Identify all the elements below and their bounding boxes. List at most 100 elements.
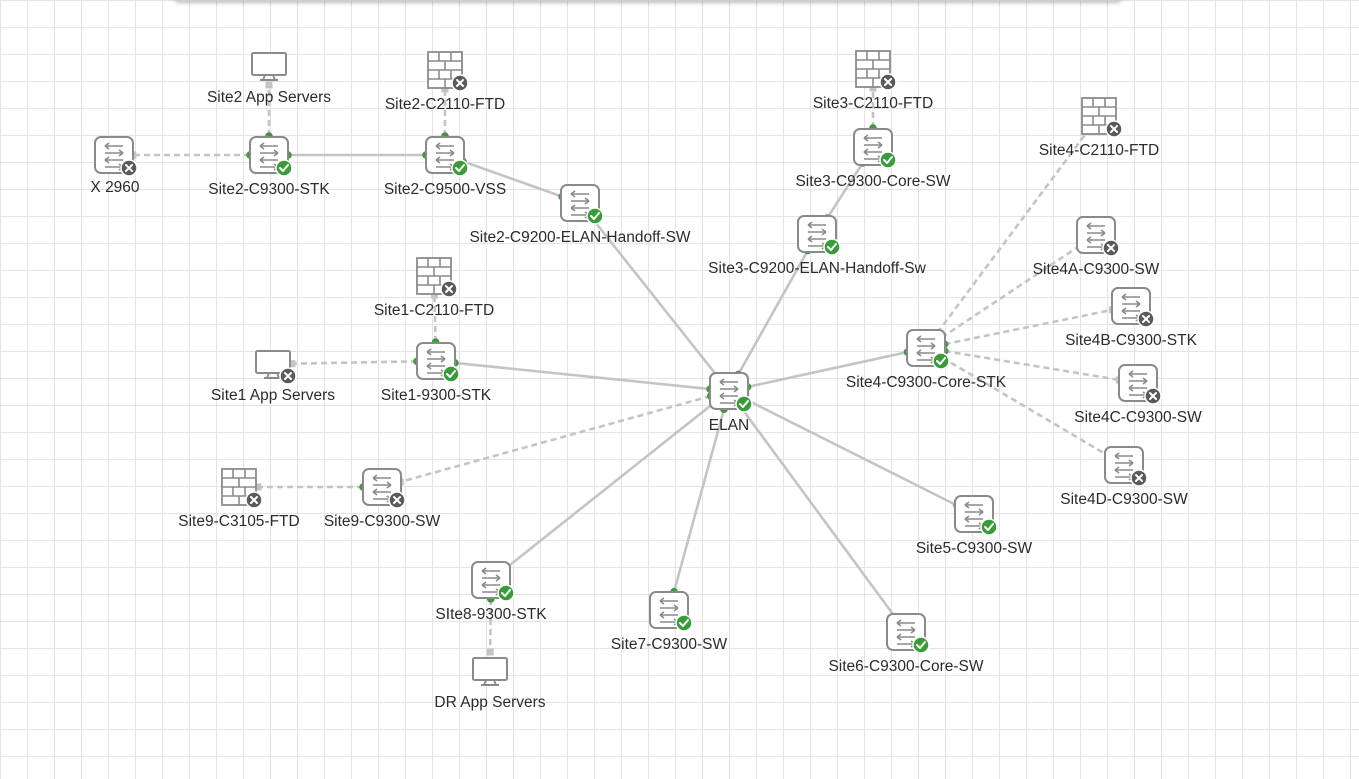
link-elan-s4core[interactable] xyxy=(747,350,908,389)
server-icon xyxy=(251,52,287,81)
node-s4c[interactable] xyxy=(1118,364,1162,405)
status-down-icon xyxy=(120,159,138,177)
node-s7[interactable] xyxy=(649,591,693,632)
node-s3ftd[interactable] xyxy=(855,50,897,91)
node-s4b[interactable] xyxy=(1111,287,1155,328)
link-s4core-s4ftd[interactable] xyxy=(936,130,1089,334)
status-ok-icon xyxy=(735,395,753,413)
status-ok-icon xyxy=(451,159,469,177)
node-s9ftd[interactable] xyxy=(221,468,263,509)
status-down-icon xyxy=(451,74,469,92)
node-label: ELAN xyxy=(709,417,750,434)
node-label: Site3-C9200-ELAN-Handoff-Sw xyxy=(708,260,926,277)
link-s3core-s3elan[interactable] xyxy=(826,162,864,219)
status-down-icon xyxy=(245,491,263,509)
status-ok-icon xyxy=(912,636,930,654)
node-s9sw[interactable] xyxy=(362,468,406,509)
node-s2ftd[interactable] xyxy=(427,51,469,92)
node-s4core[interactable] xyxy=(906,329,950,370)
node-label: Site5-C9300-SW xyxy=(916,540,1033,557)
toolbar-panel xyxy=(176,0,1120,1)
node-label: Site9-C9300-SW xyxy=(324,513,441,530)
node-s4d[interactable] xyxy=(1104,446,1148,487)
node-label: Site9-C3105-FTD xyxy=(178,513,299,530)
node-label: Site4B-C9300-STK xyxy=(1065,332,1197,349)
link-s1stk-elan[interactable] xyxy=(454,361,711,391)
status-ok-icon xyxy=(275,159,293,177)
firewall-icon xyxy=(427,51,463,89)
status-down-icon xyxy=(1137,310,1155,328)
status-ok-icon xyxy=(980,518,998,536)
status-ok-icon xyxy=(442,365,460,383)
link-end-marker xyxy=(288,360,296,368)
node-label: Site4C-C9300-SW xyxy=(1074,409,1202,426)
node-label: Site3-C2110-FTD xyxy=(813,95,933,112)
node-label: Site4A-C9300-SW xyxy=(1033,261,1160,278)
node-s2stk[interactable] xyxy=(249,136,293,177)
status-down-icon xyxy=(1102,239,1120,257)
node-s4ftd[interactable] xyxy=(1081,97,1123,138)
node-s2elan[interactable] xyxy=(560,184,604,225)
node-label: Site2-C2110-FTD xyxy=(385,96,505,113)
node-label: Site2-C9200-ELAN-Handoff-SW xyxy=(469,229,690,246)
node-s6[interactable] xyxy=(886,613,930,654)
node-label: Site2-C9300-STK xyxy=(208,181,330,198)
link-s2vss-s2elan[interactable] xyxy=(462,160,563,198)
link-end-marker xyxy=(486,648,494,656)
link-s3elan-elan[interactable] xyxy=(737,249,809,376)
link-elan-s8stk[interactable] xyxy=(505,401,715,570)
link-s1stk-s1app[interactable] xyxy=(291,360,418,365)
status-down-icon xyxy=(1105,120,1123,138)
link-elan-s6[interactable] xyxy=(739,405,896,618)
node-s8stk[interactable] xyxy=(471,561,515,602)
link-elan-s7[interactable] xyxy=(672,408,726,593)
link-s2elan-elan[interactable] xyxy=(590,217,719,377)
node-s3core[interactable] xyxy=(853,128,897,169)
node-s1app[interactable] xyxy=(255,350,297,385)
node-drapp[interactable] xyxy=(472,657,508,686)
status-ok-icon xyxy=(675,614,693,632)
node-s4a[interactable] xyxy=(1076,216,1120,257)
status-down-icon xyxy=(440,280,458,298)
node-s2vss[interactable] xyxy=(425,136,469,177)
node-s3elan[interactable] xyxy=(797,215,841,256)
link-s8stk-drapp[interactable] xyxy=(488,598,493,653)
node-x2960[interactable] xyxy=(94,136,138,177)
node-label: Site1-9300-STK xyxy=(381,387,492,404)
node-s2app[interactable] xyxy=(251,52,287,81)
status-down-icon xyxy=(1144,387,1162,405)
node-s1stk[interactable] xyxy=(416,342,460,383)
link-elan-s9sw[interactable] xyxy=(399,394,712,484)
link-s4core-s4a[interactable] xyxy=(941,244,1081,339)
link-s4core-s4b[interactable] xyxy=(944,308,1113,346)
links-layer xyxy=(129,81,1123,656)
status-ok-icon xyxy=(586,207,604,225)
node-label: SIte8-9300-STK xyxy=(435,606,547,623)
link-end-marker xyxy=(869,84,877,92)
status-ok-icon xyxy=(879,151,897,169)
node-label: DR App Servers xyxy=(434,694,545,711)
ports-layer xyxy=(246,124,961,621)
node-elan[interactable] xyxy=(709,372,753,413)
server-icon xyxy=(472,657,508,686)
link-end-marker xyxy=(265,81,273,89)
status-ok-icon xyxy=(497,584,515,602)
link-s4core-s4d[interactable] xyxy=(941,356,1109,457)
node-s5[interactable] xyxy=(954,495,998,536)
link-s1stk-s1ftd[interactable] xyxy=(433,294,437,343)
node-label: Site4-C9300-Core-STK xyxy=(846,374,1007,391)
status-down-icon xyxy=(279,367,297,385)
link-elan-s5[interactable] xyxy=(745,398,958,507)
node-label: Site1-C2110-FTD xyxy=(374,302,494,319)
node-label: Site2 App Servers xyxy=(207,89,331,106)
node-label: Site4-C2110-FTD xyxy=(1039,142,1159,159)
link-end-marker xyxy=(430,291,438,299)
link-end-marker xyxy=(254,483,262,491)
status-down-icon xyxy=(879,73,897,91)
status-down-icon xyxy=(1130,469,1148,487)
link-end-marker xyxy=(441,85,449,93)
node-s1ftd[interactable] xyxy=(416,257,458,298)
status-ok-icon xyxy=(823,238,841,256)
